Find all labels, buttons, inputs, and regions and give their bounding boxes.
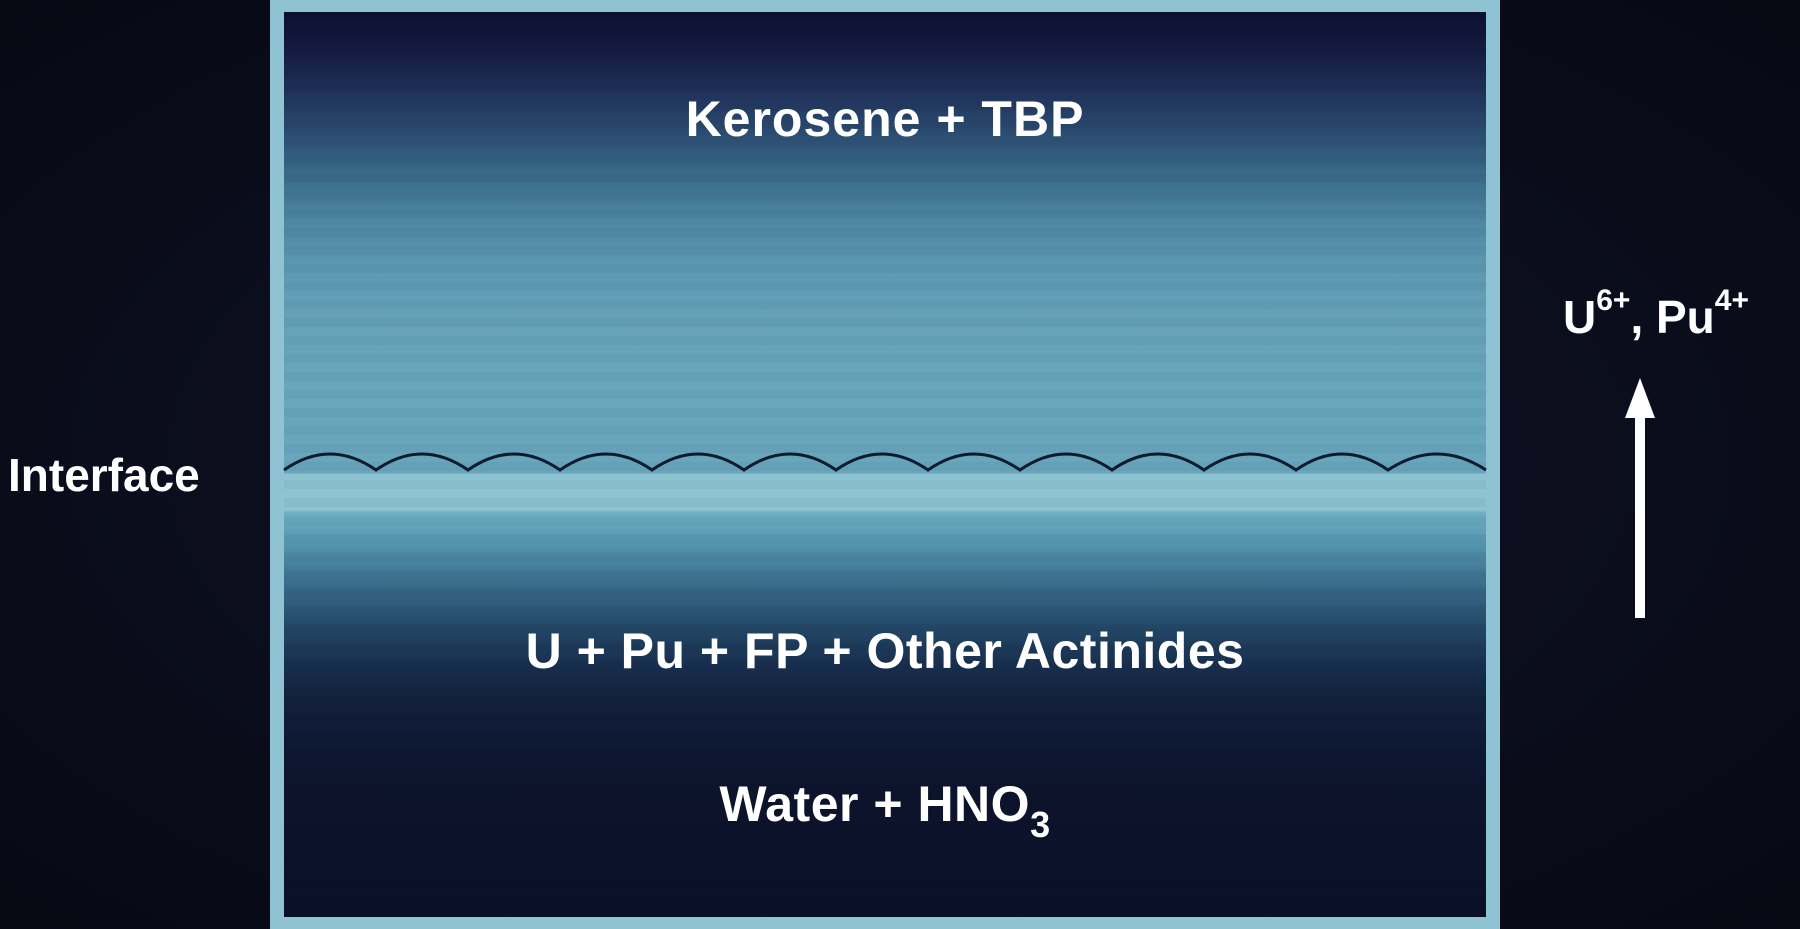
organic-phase-label: Kerosene + TBP — [685, 91, 1085, 147]
plutonium-charge: 4+ — [1714, 284, 1749, 317]
species-separator: , — [1630, 291, 1644, 343]
uranium-symbol: U — [1562, 291, 1597, 343]
transfer-species-label: U6+, Pu4+ — [1512, 284, 1800, 344]
interface-label: Interface — [8, 449, 200, 501]
aqueous-phase-label: Water + HNO3 — [284, 775, 1486, 845]
plutonium-symbol: Pu — [1656, 291, 1715, 343]
aqueous-phase-subscript: 3 — [1030, 804, 1051, 845]
uranium-charge: 6+ — [1596, 284, 1631, 317]
arrow-up-icon — [1625, 378, 1655, 618]
aqueous-phase-text: Water + HNO — [719, 776, 1031, 832]
interface-curve — [283, 452, 1487, 472]
interface-meniscus — [283, 452, 1487, 472]
solutes-label: U + Pu + FP + Other Actinides — [525, 623, 1245, 679]
